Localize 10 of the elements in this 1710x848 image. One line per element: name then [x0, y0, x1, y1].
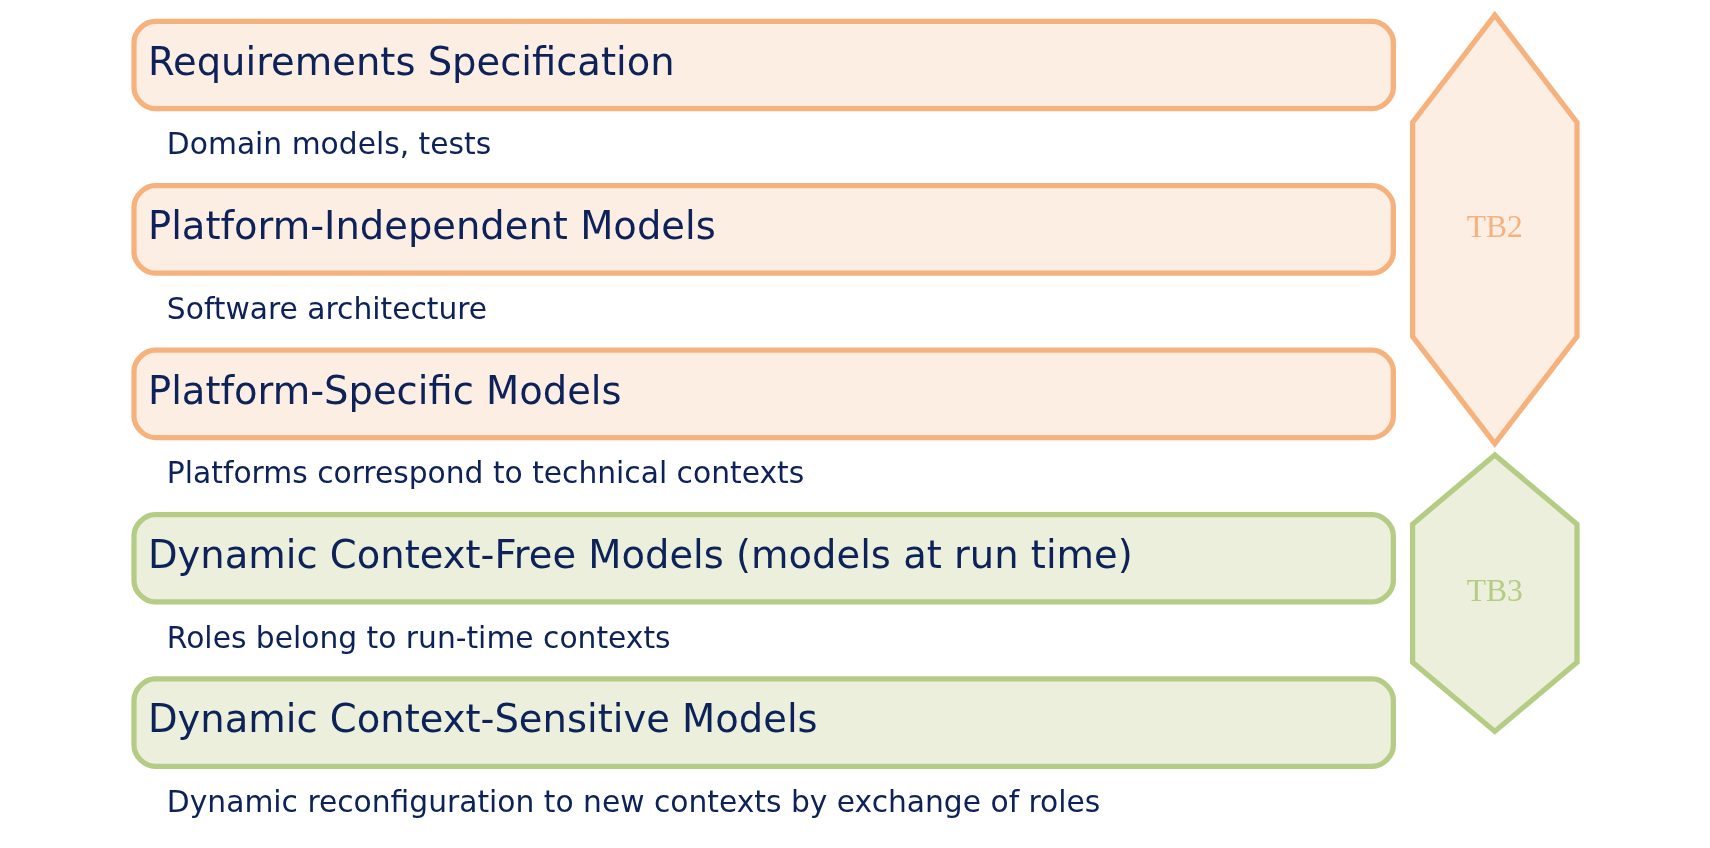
- node-box: Dynamic Context-Free Models (models at run time): [130, 511, 1396, 605]
- node-box: Platform-Specific Models: [130, 347, 1396, 441]
- node-label: Platforms correspond to technical contexts: [166, 455, 804, 491]
- node-box: Requirements Specification: [130, 18, 1396, 112]
- node-label: Software architecture: [166, 290, 487, 326]
- node-label: Dynamic reconfiguration to new contexts by exchange of roles: [166, 784, 1100, 820]
- node-box: Platform-Independent Models: [130, 183, 1396, 276]
- node-label: Roles belong to run-time contexts: [166, 619, 671, 655]
- node-label: Domain models, tests: [166, 126, 491, 162]
- node-box: Dynamic Context-Sensitive Models: [130, 676, 1396, 769]
